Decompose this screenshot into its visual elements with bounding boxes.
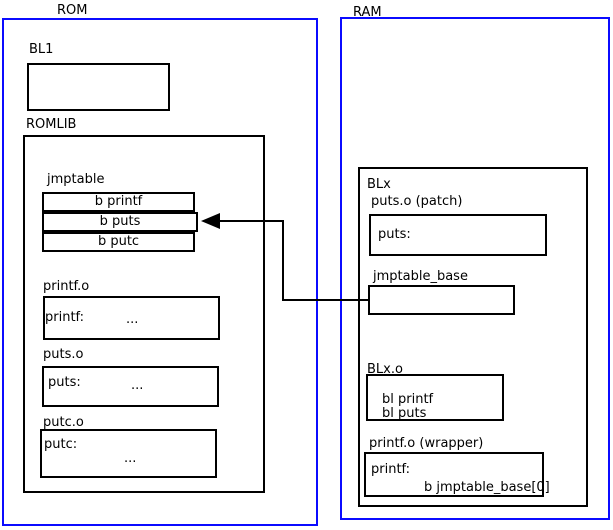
blx-o-line-bl-puts: bl puts — [382, 406, 427, 421]
bl1-label: BL1 — [29, 42, 54, 57]
puts-o-box — [42, 366, 219, 407]
bl1-box — [27, 63, 170, 111]
printf-o-box — [43, 296, 220, 340]
puts-patch-label: puts.o (patch) — [371, 194, 463, 209]
puts-patch-box — [369, 214, 547, 256]
jmptable-base-box — [368, 285, 515, 315]
printf-wrapper-box — [364, 452, 544, 497]
printf-wrapper-label: printf.o (wrapper) — [369, 436, 484, 451]
blx-o-line-bl-printf: bl printf — [382, 392, 434, 407]
ram-title: RAM — [353, 5, 382, 20]
puts-patch-entry: puts: — [378, 227, 411, 242]
printf-wrapper-entry: printf: — [371, 462, 411, 477]
jmptable-row-b-printf: b printf — [42, 192, 195, 212]
puts-o-ellipsis: ... — [131, 378, 144, 393]
printf-wrapper-branch: b jmptable_base[0] — [424, 480, 550, 495]
printf-o-ellipsis: ... — [126, 312, 139, 327]
putc-o-box — [40, 429, 217, 478]
puts-o-entry: puts: — [48, 375, 81, 390]
putc-o-label: putc.o — [43, 415, 84, 430]
blx-o-box — [366, 374, 504, 421]
printf-o-entry: printf: — [45, 310, 85, 325]
rom-title: ROM — [57, 3, 88, 18]
putc-o-entry: putc: — [44, 437, 78, 452]
blx-label: BLx — [367, 177, 391, 192]
puts-o-label: puts.o — [43, 347, 84, 362]
jmptable-row-b-puts: b puts — [42, 212, 198, 232]
jmptable-base-label: jmptable_base — [373, 269, 468, 284]
printf-o-label: printf.o — [43, 279, 90, 294]
jmptable-row-b-putc: b putc — [42, 232, 195, 252]
romlib-label: ROMLIB — [26, 117, 77, 132]
jmptable-label: jmptable — [47, 172, 105, 187]
putc-o-ellipsis: ... — [124, 451, 137, 466]
blx-o-label: BLx.o — [367, 362, 403, 377]
